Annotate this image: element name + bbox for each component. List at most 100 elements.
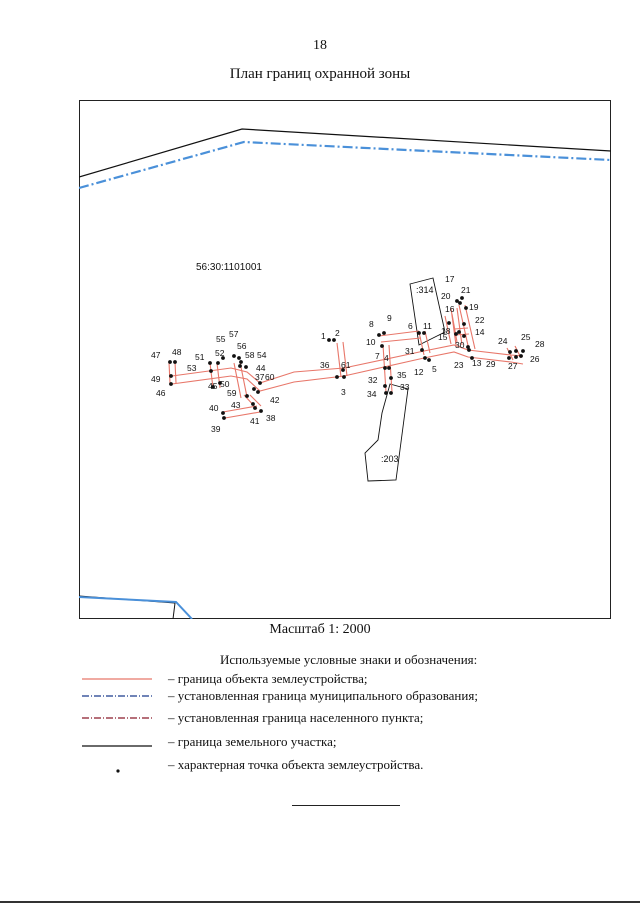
legend-label-settlement-boundary: – установленная граница населенного пунк… xyxy=(168,710,424,725)
point-label-28: 28 xyxy=(535,339,545,349)
point-33 xyxy=(389,391,393,395)
point-50 xyxy=(218,381,222,385)
point-52 xyxy=(216,361,220,365)
point-label-49: 49 xyxy=(151,374,161,384)
point-47 xyxy=(168,360,172,364)
page-number: 18 xyxy=(313,38,327,53)
point-label-42: 42 xyxy=(270,395,280,405)
point-12 xyxy=(423,356,427,360)
point-30 xyxy=(466,345,470,349)
point-56 xyxy=(237,356,241,360)
point-38 xyxy=(259,409,263,413)
map-scale: Масштаб 1: 2000 xyxy=(269,622,371,637)
point-label-47: 47 xyxy=(151,350,161,360)
point-43 xyxy=(251,402,255,406)
point-49 xyxy=(169,374,173,378)
point-31 xyxy=(420,348,424,352)
point-53 xyxy=(209,369,213,373)
point-label-39: 39 xyxy=(211,424,221,434)
point-label-61: 61 xyxy=(341,360,351,370)
point-14 xyxy=(462,334,466,338)
point-15 xyxy=(454,332,458,336)
point-44 xyxy=(244,365,248,369)
point-11 xyxy=(422,331,426,335)
point-13 xyxy=(470,356,474,360)
legend-line-object-boundary xyxy=(82,678,152,680)
point-57 xyxy=(232,354,236,358)
point-label-4: 4 xyxy=(384,353,389,363)
point-29 xyxy=(507,356,511,360)
point-37 xyxy=(252,387,256,391)
point-label-27: 27 xyxy=(508,361,518,371)
map-frame-border xyxy=(79,100,611,619)
point-label-55: 55 xyxy=(216,334,226,344)
point-4 xyxy=(387,366,391,370)
point-60 xyxy=(258,381,262,385)
parcel-label-314: :314 xyxy=(416,285,434,295)
point-label-46: 46 xyxy=(156,388,166,398)
point-label-8: 8 xyxy=(369,319,374,329)
point-label-11: 11 xyxy=(423,321,432,331)
point-label-16: 16 xyxy=(445,304,455,314)
point-48 xyxy=(173,360,177,364)
point-label-14: 14 xyxy=(475,327,485,337)
point-label-13: 13 xyxy=(472,358,482,368)
point-label-9: 9 xyxy=(387,313,392,323)
point-label-48: 48 xyxy=(172,347,182,357)
point-46 xyxy=(169,382,173,386)
legend-item-object-boundary: – граница объекта землеустройства; xyxy=(0,670,640,688)
point-26 xyxy=(519,354,523,358)
point-label-15: 15 xyxy=(438,332,448,342)
point-36 xyxy=(335,375,339,379)
point-label-31: 31 xyxy=(405,346,415,356)
point-label-10: 10 xyxy=(366,337,376,347)
point-label-53: 53 xyxy=(187,363,197,373)
point-label-26: 26 xyxy=(530,354,540,364)
point-10 xyxy=(380,344,384,348)
point-label-35: 35 xyxy=(397,370,407,380)
point-label-56: 56 xyxy=(237,341,247,351)
parcel-label-203: :203 xyxy=(381,454,399,464)
signature-line xyxy=(292,805,400,806)
point-label-23: 23 xyxy=(454,360,464,370)
point-label-45: 45 xyxy=(208,381,218,391)
point-label-50: 50 xyxy=(220,379,230,389)
parcel-314-outline xyxy=(409,277,446,346)
point-label-21: 21 xyxy=(461,285,471,295)
legend-line-municipal-boundary xyxy=(82,695,152,697)
point-label-3: 3 xyxy=(341,387,346,397)
legend-label-characteristic-point: – характерная точка объекта землеустройс… xyxy=(168,757,424,772)
point-32 xyxy=(383,384,387,388)
point-54 xyxy=(239,360,243,364)
legend-label-municipal-boundary: – установленная граница муниципального о… xyxy=(168,688,478,703)
municipal-boundary-bottom xyxy=(79,596,193,619)
cadastral-quarter-label: 56:30:1101001 xyxy=(196,262,262,273)
point-label-30: 30 xyxy=(455,340,465,350)
page-title: План границ охранной зоны xyxy=(229,66,411,82)
point-label-58: 58 xyxy=(245,350,255,360)
point-1 xyxy=(327,338,331,342)
point-22 xyxy=(462,322,466,326)
point-16 xyxy=(447,321,451,325)
point-28 xyxy=(521,349,525,353)
point-label-57: 57 xyxy=(229,329,239,339)
point-24 xyxy=(508,350,512,354)
point-label-52: 52 xyxy=(215,348,225,358)
point-55 xyxy=(221,356,225,360)
point-label-7: 7 xyxy=(375,351,380,361)
point-23 xyxy=(467,348,471,352)
point-9 xyxy=(382,331,386,335)
point-42 xyxy=(256,390,260,394)
point-label-17: 17 xyxy=(445,274,455,284)
point-35 xyxy=(389,376,393,380)
legend-item-settlement-boundary: – установленная граница населенного пунк… xyxy=(0,709,640,727)
point-17 xyxy=(458,301,462,305)
point-label-36: 36 xyxy=(320,360,330,370)
point-20 xyxy=(455,299,459,303)
point-label-51: 51 xyxy=(195,352,205,362)
parcel-203-outline xyxy=(364,383,409,482)
point-21 xyxy=(460,296,464,300)
legend-title: Используемые условные знаки и обозначени… xyxy=(220,652,478,667)
point-3 xyxy=(342,375,346,379)
